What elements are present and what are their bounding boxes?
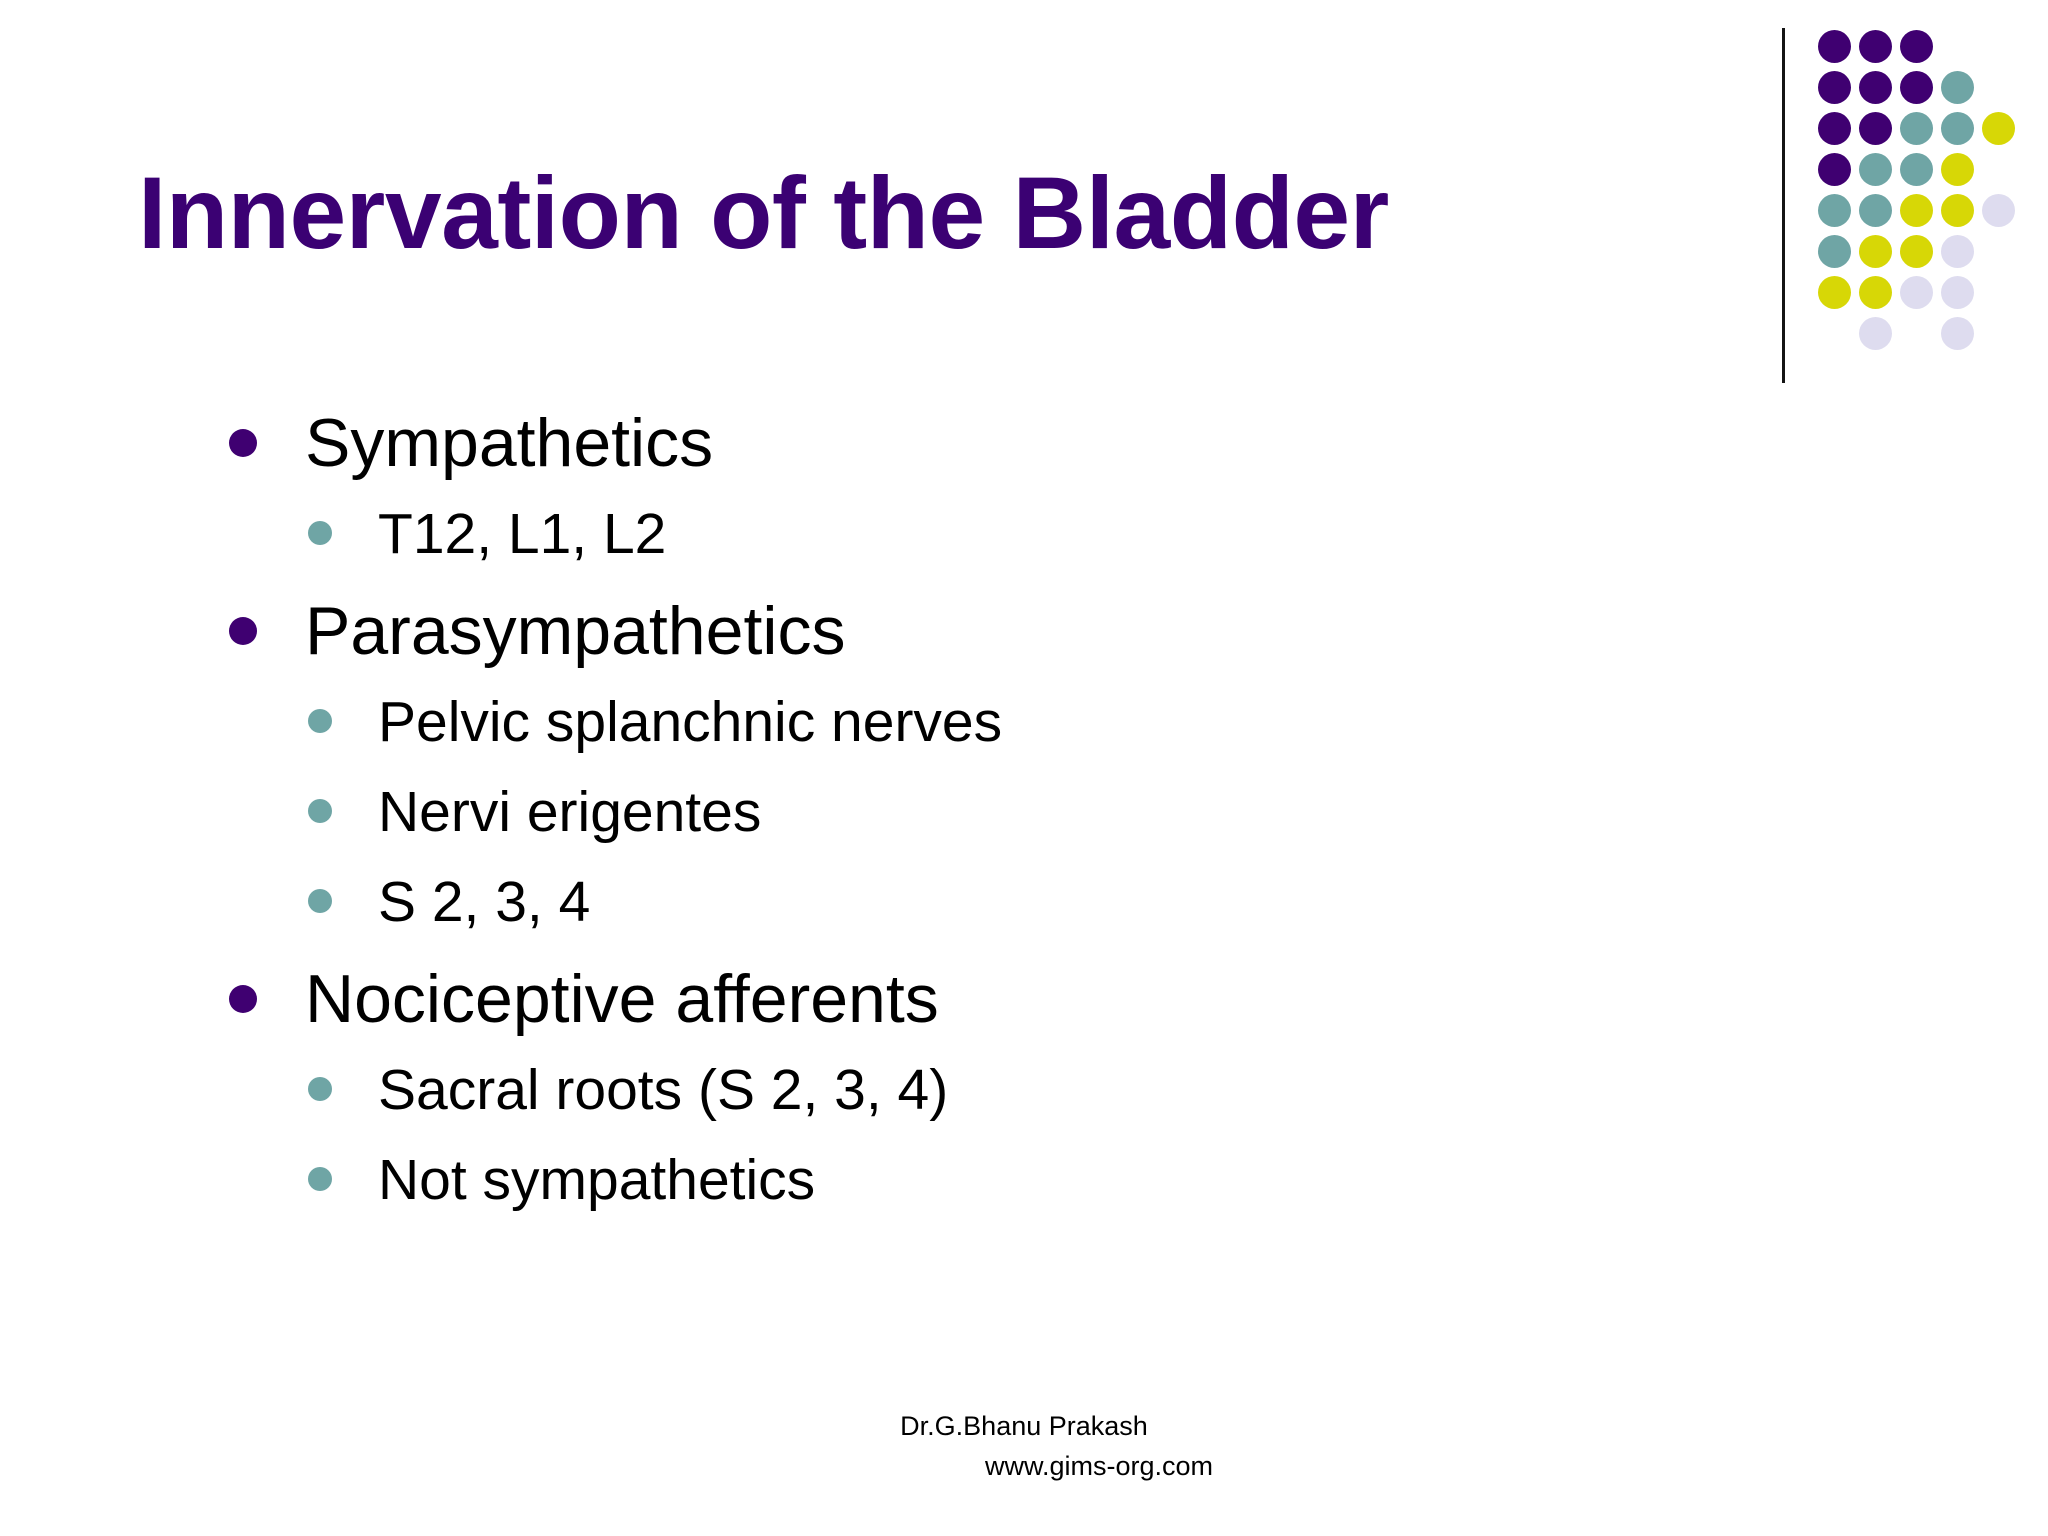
logo-dot-yellow <box>1941 194 1974 227</box>
bullet-marker-icon <box>308 709 332 733</box>
logo-dot-yellow <box>1818 276 1851 309</box>
logo-dot-teal <box>1818 194 1851 227</box>
bullet-marker-icon <box>308 1167 332 1191</box>
logo-dot-lavender <box>1941 317 1974 350</box>
bullet-item-level2: Not sympathetics <box>0 1140 1800 1230</box>
bullet-marker-icon <box>308 1077 332 1101</box>
logo-dot-teal <box>1941 112 1974 145</box>
bullet-text: Sympathetics <box>305 405 714 481</box>
bullet-item-level2: S 2, 3, 4 <box>0 862 1800 952</box>
logo-dot-yellow <box>1900 235 1933 268</box>
logo-dot-purple <box>1900 30 1933 63</box>
dot-grid-row <box>1818 28 2030 69</box>
slide-title: Innervation of the Bladder <box>138 156 1389 270</box>
logo-dot-lavender <box>1900 276 1933 309</box>
bullet-item-level2: Nervi erigentes <box>0 772 1800 862</box>
bullet-text: Pelvic splanchnic nerves <box>378 690 1003 754</box>
bullet-item-level2: Pelvic splanchnic nerves <box>0 682 1800 772</box>
logo-dot-purple <box>1818 71 1851 104</box>
logo-dot-lavender <box>1941 276 1974 309</box>
bullet-text: S 2, 3, 4 <box>378 870 591 934</box>
bullet-marker-icon <box>229 429 257 457</box>
slide-logo <box>1770 20 2030 390</box>
dot-grid-row <box>1818 274 2030 315</box>
logo-dot-teal <box>1859 194 1892 227</box>
bullet-item-level2: T12, L1, L2 <box>0 494 1800 584</box>
dot-grid-row <box>1818 110 2030 151</box>
bullet-text: T12, L1, L2 <box>378 502 667 566</box>
logo-dot-yellow <box>1982 112 2015 145</box>
slide-footer: Dr.G.Bhanu Prakash www.gims-org.com <box>0 1406 2048 1486</box>
bullet-text: Not sympathetics <box>378 1148 816 1212</box>
bullet-text: Parasympathetics <box>305 593 846 669</box>
logo-dot-yellow <box>1941 153 1974 186</box>
dot-grid-row <box>1818 192 2030 233</box>
logo-dot-purple <box>1818 30 1851 63</box>
bullet-marker-icon <box>229 617 257 645</box>
bullet-marker-icon <box>308 521 332 545</box>
bullet-marker-icon <box>308 889 332 913</box>
dot-grid-row <box>1818 151 2030 192</box>
logo-dot-yellow <box>1859 276 1892 309</box>
dot-grid-row <box>1818 315 2030 356</box>
logo-dot-lavender <box>1859 317 1892 350</box>
logo-dot-teal <box>1941 71 1974 104</box>
logo-dot-lavender <box>1982 194 2015 227</box>
logo-dot-purple <box>1859 30 1892 63</box>
logo-dot-yellow <box>1859 235 1892 268</box>
dot-grid-row <box>1818 69 2030 110</box>
logo-dot-teal <box>1818 235 1851 268</box>
logo-vertical-rule <box>1782 28 1785 383</box>
logo-dot-purple <box>1859 71 1892 104</box>
bullet-marker-icon <box>229 985 257 1013</box>
footer-author: Dr.G.Bhanu Prakash <box>900 1411 1148 1441</box>
bullet-text: Sacral roots (S 2, 3, 4) <box>378 1058 949 1122</box>
bullet-item-level1: Parasympathetics <box>0 584 1800 682</box>
logo-dot-lavender <box>1941 235 1974 268</box>
logo-dot-purple <box>1900 71 1933 104</box>
bullet-item-level2: Sacral roots (S 2, 3, 4) <box>0 1050 1800 1140</box>
bullet-text: Nervi erigentes <box>378 780 762 844</box>
logo-dot-purple <box>1818 153 1851 186</box>
logo-dot-purple <box>1818 112 1851 145</box>
footer-website: www.gims-org.com <box>984 1451 1214 1481</box>
bullet-item-level1: Nociceptive afferents <box>0 952 1800 1050</box>
logo-dot-teal <box>1900 153 1933 186</box>
bullet-marker-icon <box>308 799 332 823</box>
dot-grid-row <box>1818 233 2030 274</box>
bullet-text: Nociceptive afferents <box>305 961 939 1037</box>
logo-dot-teal <box>1900 112 1933 145</box>
logo-dot-teal <box>1859 153 1892 186</box>
logo-dot-purple <box>1859 112 1892 145</box>
dot-grid-icon <box>1818 28 2030 388</box>
bullet-item-level1: Sympathetics <box>0 396 1800 494</box>
logo-dot-yellow <box>1900 194 1933 227</box>
